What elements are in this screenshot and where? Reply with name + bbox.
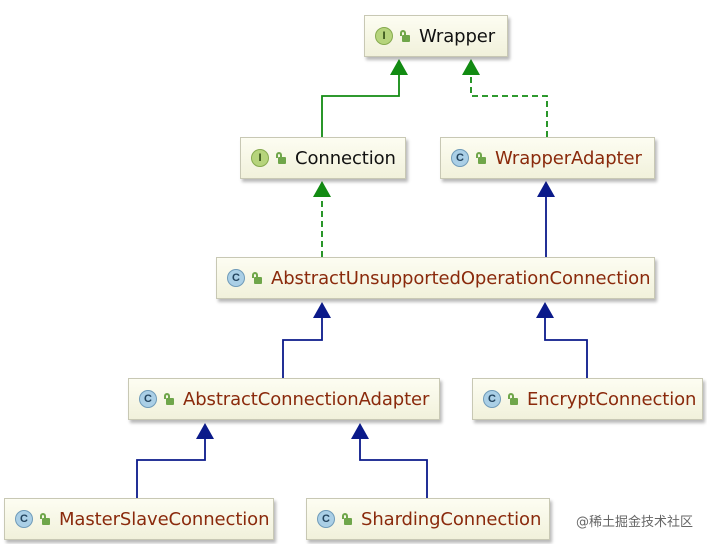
- edge-masterslave-to-abstractconnectionadapter: [136, 439, 206, 498]
- public-lock-icon: [39, 513, 50, 525]
- node-sharding-connection[interactable]: C ShardingConnection: [306, 498, 550, 540]
- interface-icon: I: [251, 149, 269, 167]
- class-icon: C: [15, 510, 33, 528]
- public-lock-icon: [475, 152, 486, 164]
- class-icon: C: [451, 149, 469, 167]
- node-abstract-connection-adapter[interactable]: C AbstractConnectionAdapter: [128, 378, 440, 420]
- arrowhead-wrapperadapter: [537, 181, 555, 197]
- arrowhead-wrapper-right: [462, 59, 480, 75]
- node-label: WrapperAdapter: [495, 147, 642, 169]
- class-icon: C: [139, 390, 157, 408]
- public-lock-icon: [399, 30, 410, 42]
- node-master-slave-connection[interactable]: C MasterSlaveConnection: [4, 498, 274, 540]
- edge-encryptconnection-to-abstractunsupported: [544, 318, 588, 378]
- node-connection[interactable]: I Connection: [240, 137, 406, 179]
- node-label: Wrapper: [419, 25, 496, 47]
- node-label: EncryptConnection: [527, 388, 697, 410]
- node-label: AbstractUnsupportedOperationConnection: [271, 267, 651, 289]
- arrowhead-abstractconnectionadapter-left: [196, 423, 214, 439]
- public-lock-icon: [163, 393, 174, 405]
- public-lock-icon: [251, 272, 262, 284]
- watermark: @稀土掘金技术社区: [575, 515, 693, 530]
- node-wrapper[interactable]: I Wrapper: [364, 15, 508, 57]
- node-label: Connection: [295, 147, 396, 169]
- class-icon: C: [227, 269, 245, 287]
- node-label: MasterSlaveConnection: [59, 508, 270, 530]
- arrowhead-connection: [313, 181, 331, 197]
- arrowhead-wrapper-left: [390, 59, 408, 75]
- edge-wrapperadapter-to-wrapper: [470, 75, 548, 137]
- node-label: AbstractConnectionAdapter: [183, 388, 430, 410]
- edge-abstractconnectionadapter-to-abstractunsupported: [282, 318, 323, 378]
- public-lock-icon: [275, 152, 286, 164]
- node-abstract-unsupported-operation-connection[interactable]: C AbstractUnsupportedOperationConnection: [216, 257, 655, 299]
- edge-sharding-to-abstractconnectionadapter: [359, 439, 428, 498]
- interface-icon: I: [375, 27, 393, 45]
- edge-connection-to-wrapper: [321, 75, 400, 137]
- arrowhead-abstractunsupported-left: [313, 302, 331, 318]
- arrowhead-abstractconnectionadapter-right: [351, 423, 369, 439]
- class-icon: C: [483, 390, 501, 408]
- node-wrapper-adapter[interactable]: C WrapperAdapter: [440, 137, 655, 179]
- arrowhead-abstractunsupported-right: [536, 302, 554, 318]
- node-label: ShardingConnection: [361, 508, 542, 530]
- node-encrypt-connection[interactable]: C EncryptConnection: [472, 378, 703, 420]
- public-lock-icon: [507, 393, 518, 405]
- class-icon: C: [317, 510, 335, 528]
- public-lock-icon: [341, 513, 352, 525]
